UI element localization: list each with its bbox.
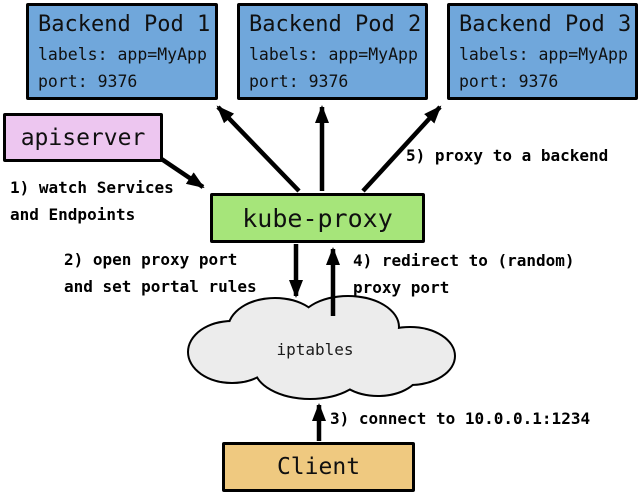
backend-pod-1-title: Backend Pod 1 bbox=[38, 12, 211, 37]
iptables-label: iptables bbox=[276, 340, 354, 359]
client-box: Client bbox=[222, 442, 415, 492]
annotation-step2: 2) open proxy port and set portal rules bbox=[64, 250, 257, 296]
backend-pod-3-labels: labels: app=MyApp bbox=[459, 45, 628, 64]
backend-pod-2-port: port: 9376 bbox=[249, 72, 349, 91]
backend-pod-3-port: port: 9376 bbox=[459, 72, 559, 91]
annotation-step5: 5) proxy to a backend bbox=[406, 146, 609, 165]
annotation-step1: 1) watch Services and Endpoints bbox=[10, 178, 174, 224]
kube-proxy-label: kube-proxy bbox=[242, 203, 393, 233]
backend-pod-3-box: Backend Pod 3 labels: app=MyApp port: 93… bbox=[447, 3, 638, 100]
arrow-kubeproxy-to-pod3 bbox=[361, 105, 442, 193]
annotation-step4: 4) redirect to (random) proxy port bbox=[353, 251, 575, 297]
apiserver-box: apiserver bbox=[3, 113, 163, 162]
backend-pod-2-title: Backend Pod 2 bbox=[249, 12, 422, 37]
kube-proxy-box: kube-proxy bbox=[210, 193, 425, 243]
iptables-cloud-shape bbox=[187, 295, 456, 400]
arrow-kubeproxy-to-pod1 bbox=[216, 105, 301, 193]
backend-pod-2-labels: labels: app=MyApp bbox=[249, 45, 418, 64]
backend-pod-1-port: port: 9376 bbox=[38, 72, 138, 91]
arrows-group bbox=[158, 105, 442, 441]
backend-pod-1-labels: labels: app=MyApp bbox=[38, 45, 207, 64]
backend-pod-2-box: Backend Pod 2 labels: app=MyApp port: 93… bbox=[237, 3, 428, 100]
client-label: Client bbox=[276, 454, 361, 480]
arrow-apiserver-to-kubeproxy bbox=[158, 156, 205, 189]
backend-pod-1-box: Backend Pod 1 labels: app=MyApp port: 93… bbox=[26, 3, 218, 100]
apiserver-label: apiserver bbox=[20, 124, 146, 151]
backend-pod-3-title: Backend Pod 3 bbox=[459, 12, 632, 37]
annotation-step3: 3) connect to 10.0.0.1:1234 bbox=[330, 409, 591, 428]
